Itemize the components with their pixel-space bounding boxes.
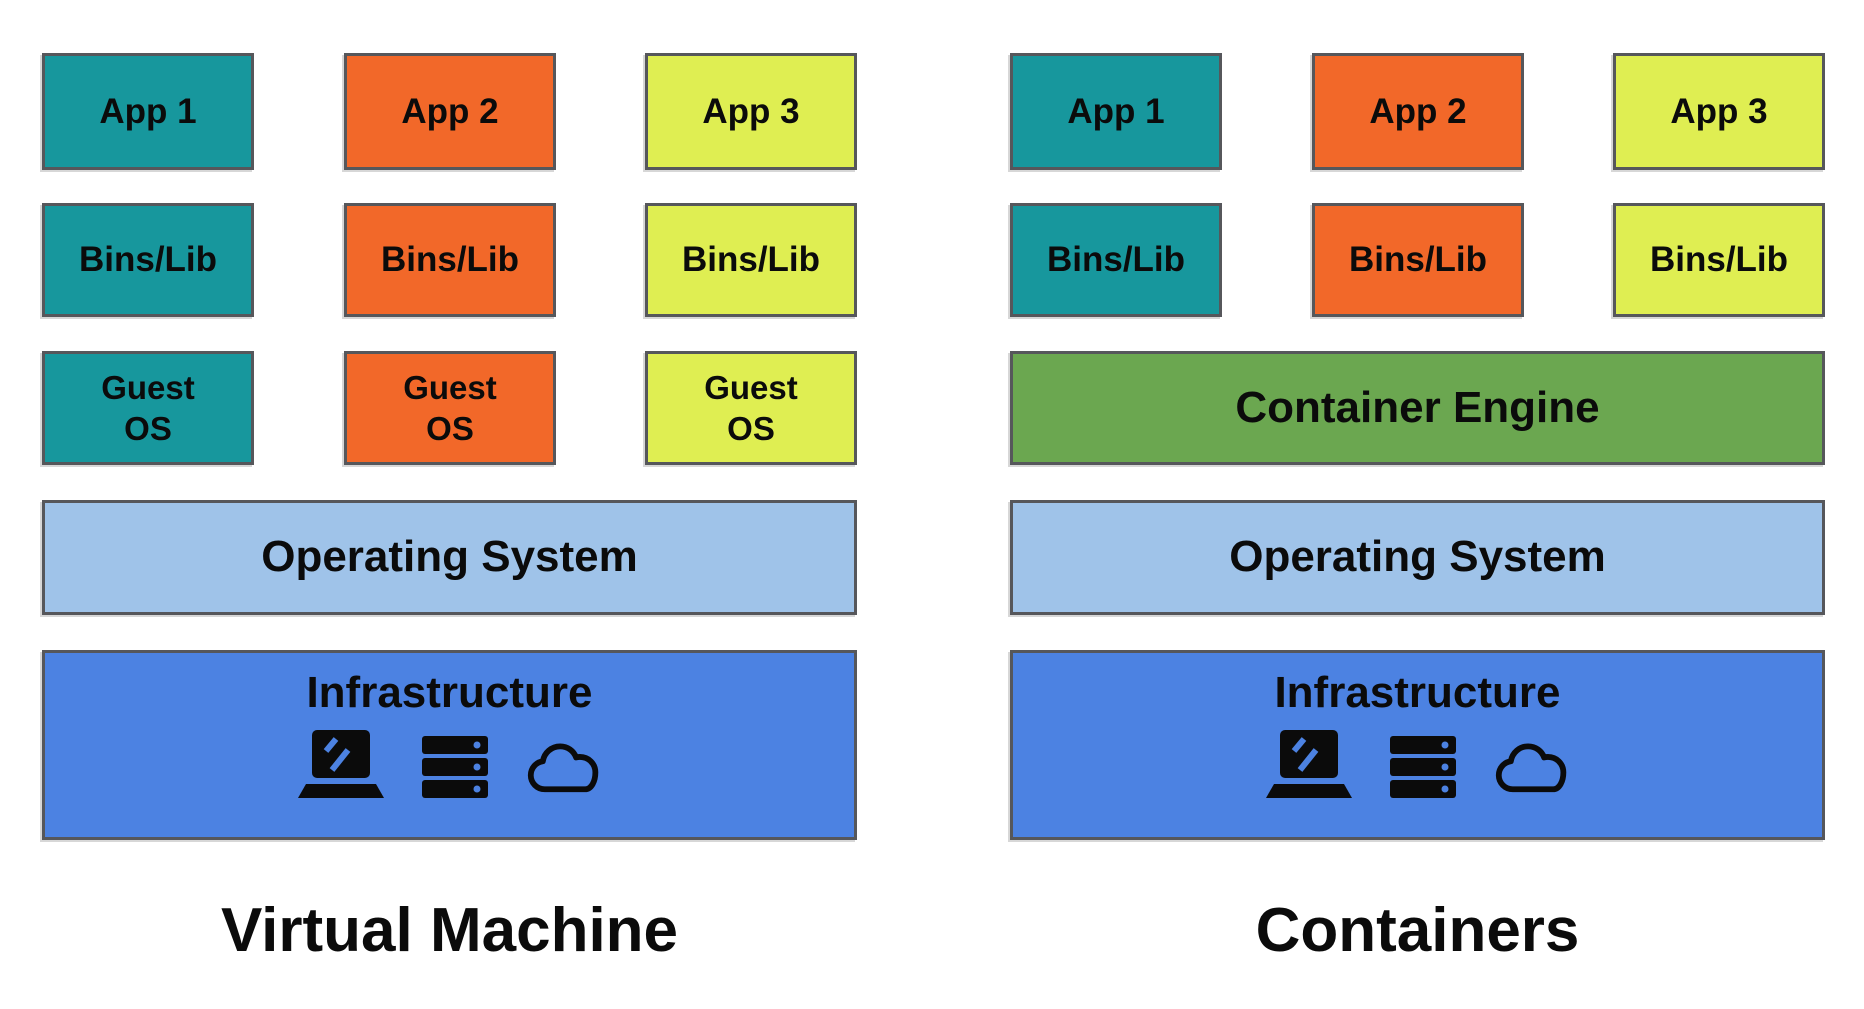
infrastructure-icons bbox=[296, 729, 604, 798]
infrastructure-label: Infrastructure bbox=[1274, 668, 1561, 717]
server-rack-icon bbox=[1389, 735, 1456, 798]
vm-binslib2-box: Bins/Lib bbox=[344, 203, 556, 317]
laptop-icon bbox=[297, 729, 384, 798]
cloud-icon bbox=[1495, 743, 1566, 792]
vm-panel-title: Virtual Machine bbox=[220, 896, 679, 965]
containers-panel-title: Containers bbox=[1255, 896, 1580, 965]
ct-app1-box: App 1 bbox=[1010, 53, 1222, 170]
server-rack-icon bbox=[421, 735, 488, 798]
vm-infrastructure-bar: Infrastructure bbox=[42, 650, 857, 840]
vm-app3-box: App 3 bbox=[645, 53, 857, 170]
infrastructure-label: Infrastructure bbox=[306, 668, 593, 717]
laptop-icon bbox=[1265, 729, 1352, 798]
ct-infrastructure-bar: Infrastructure bbox=[1010, 650, 1825, 840]
vm-guestos2-box: Guest OS bbox=[344, 351, 556, 465]
ct-app2-box: App 2 bbox=[1312, 53, 1524, 170]
vm-operating-system-bar: Operating System bbox=[42, 500, 857, 615]
containers-panel: App 1 App 2 App 3 Bins/Lib Bins/Lib Bins… bbox=[1010, 53, 1825, 1009]
cloud-icon bbox=[527, 743, 598, 792]
vm-binslib3-box: Bins/Lib bbox=[645, 203, 857, 317]
vm-guestos3-box: Guest OS bbox=[645, 351, 857, 465]
virtual-machine-panel: App 1 App 2 App 3 Bins/Lib Bins/Lib Bins… bbox=[42, 53, 857, 1009]
ct-binslib1-box: Bins/Lib bbox=[1010, 203, 1222, 317]
vm-binslib1-box: Bins/Lib bbox=[42, 203, 254, 317]
ct-binslib2-box: Bins/Lib bbox=[1312, 203, 1524, 317]
ct-operating-system-bar: Operating System bbox=[1010, 500, 1825, 615]
ct-binslib3-box: Bins/Lib bbox=[1613, 203, 1825, 317]
vm-guestos1-box: Guest OS bbox=[42, 351, 254, 465]
vm-app1-box: App 1 bbox=[42, 53, 254, 170]
vm-app2-box: App 2 bbox=[344, 53, 556, 170]
container-engine-bar: Container Engine bbox=[1010, 351, 1825, 465]
infrastructure-icons bbox=[1264, 729, 1572, 798]
ct-app3-box: App 3 bbox=[1613, 53, 1825, 170]
